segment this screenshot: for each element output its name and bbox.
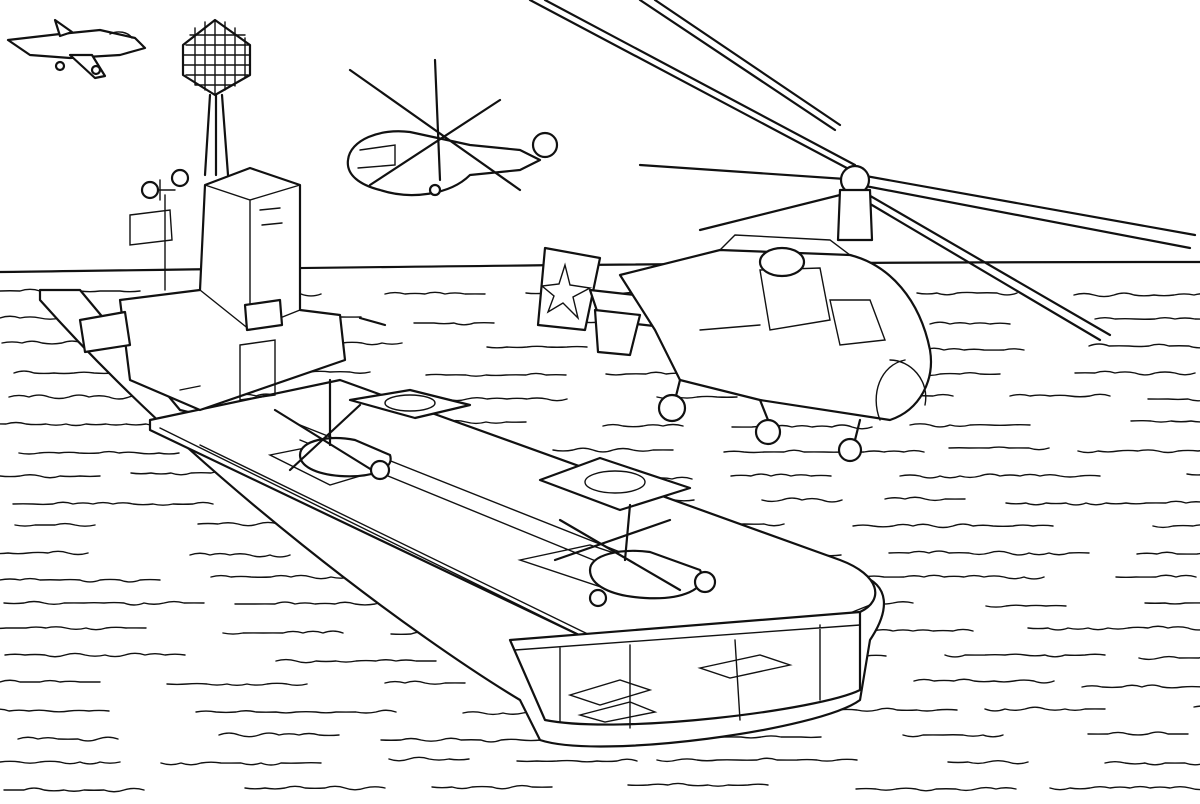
radar-mast [181,18,252,177]
wave-line [1138,655,1200,661]
wave-line [723,449,925,454]
wave-line [602,423,684,428]
wave-line [1144,602,1200,605]
wave-line [1115,574,1197,579]
wave-line [445,419,527,425]
wave-line [189,552,291,558]
wave-line [1081,684,1200,689]
wave-line [944,653,1106,658]
deck-helicopter-2 [553,503,717,608]
wave-line [218,732,340,738]
wave-line [0,577,161,583]
wave-line [947,759,1029,765]
wave-line [413,321,495,326]
wave-line [388,756,470,762]
wave-line [985,604,1067,608]
wave-line [1074,370,1196,376]
wave-line [1077,449,1200,454]
wave-line [275,658,437,664]
wave-line [431,784,553,790]
wave-line [1088,343,1200,349]
wave-line [3,787,145,793]
wave-line [902,734,1004,738]
wave-line [195,709,397,714]
wave-line [1073,292,1200,298]
wave-line [929,321,1011,325]
wave-line [899,473,1101,479]
wave-line [0,679,101,683]
wave-line [1130,419,1200,423]
wave-line [160,761,322,766]
wave-line [12,501,214,506]
wave-line [884,496,966,502]
fighter-jet [6,18,147,80]
wave-line [913,678,1055,684]
wave-line [909,423,1031,428]
wave-line [234,601,396,606]
wave-line [1005,500,1200,506]
wave-line [1136,551,1200,555]
wave-line [888,550,1090,556]
wave-line [984,706,1106,712]
wave-line [3,600,205,606]
wave-line [18,450,180,455]
wave-line [1027,625,1200,631]
wave-line [17,736,119,742]
wave-line [1104,761,1200,766]
wave-line [425,372,567,377]
wave-line [222,630,344,635]
wave-line [1049,785,1200,791]
wave-line [4,652,186,658]
wave-line [0,760,121,765]
wave-line [1147,398,1200,402]
wave-line [948,446,1050,451]
wave-line [516,758,638,763]
wave-line [627,782,769,787]
wave-line [1094,316,1200,320]
wave-line [0,626,147,631]
wave-line [552,447,674,453]
wave-line [384,291,486,295]
wave-line [486,345,588,349]
wave-line [656,757,858,763]
wave-line [1009,393,1111,398]
wave-line [761,497,843,503]
helicopter-fuselage [618,248,933,422]
small-helicopter [346,58,559,197]
wave-line [166,682,308,686]
wave-line [0,550,89,556]
wave-line [843,574,1045,580]
wave-line [0,474,101,479]
large-helicopter [528,0,1197,463]
wave-line [731,424,873,430]
wave-line [384,680,466,685]
hangar-bay [508,610,862,726]
wave-line [244,785,386,791]
wave-line [855,786,1017,792]
wave-line [852,523,1054,529]
wave-line [1087,731,1189,736]
deck-helicopter-1 [273,378,392,481]
wave-line [730,473,832,477]
wave-line [916,291,1018,296]
wave-line [1152,524,1200,529]
wave-line [0,708,110,713]
wave-line [14,522,96,527]
wave-line [380,737,562,743]
